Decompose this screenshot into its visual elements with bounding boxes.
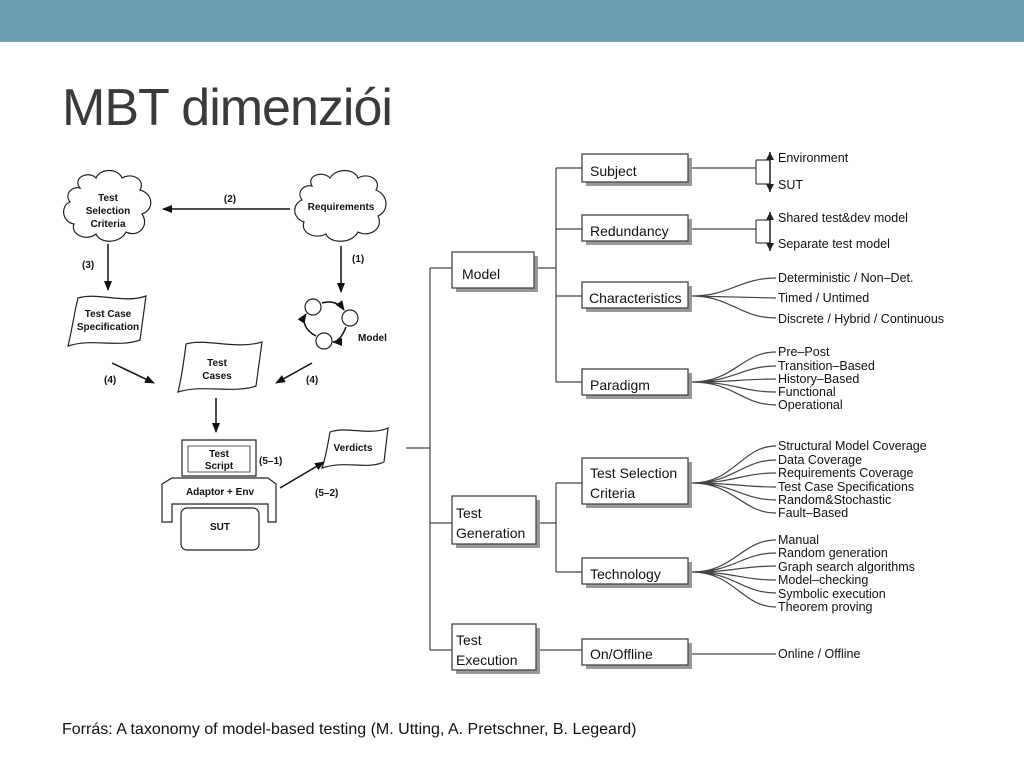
adaptor-env-label: Adaptor + Env bbox=[186, 487, 255, 498]
verdicts-sheet: Verdicts bbox=[321, 427, 389, 469]
leaf-timed: Timed / Untimed bbox=[778, 291, 869, 305]
node-paradigm-label: Paradigm bbox=[590, 377, 650, 393]
leaf-graph-search: Graph search algorithms bbox=[778, 560, 915, 574]
test-selection-criteria-line-2: Selection bbox=[86, 206, 130, 217]
node-test-execution: Test Execution bbox=[451, 623, 540, 674]
leaf-deterministic: Deterministic / Non–Det. bbox=[778, 271, 913, 285]
node-subject-label: Subject bbox=[590, 163, 637, 179]
leaf-random-generation: Random generation bbox=[778, 546, 888, 560]
leaf-functional: Functional bbox=[778, 385, 836, 399]
leaf-random-stochastic: Random&Stochastic bbox=[778, 493, 891, 507]
leaf-requirements-coverage: Requirements Coverage bbox=[778, 466, 914, 480]
node-redundancy: Redundancy bbox=[581, 214, 692, 245]
step-3-label: (3) bbox=[82, 260, 94, 271]
node-technology: Technology bbox=[581, 557, 692, 588]
requirements-cloud: Requirements bbox=[294, 169, 387, 242]
step-2-label: (2) bbox=[224, 194, 236, 205]
test-case-spec-line-1: Test Case bbox=[85, 309, 132, 320]
node-test-generation-line-2: Generation bbox=[456, 525, 525, 541]
test-script-line-2: Script bbox=[205, 461, 234, 472]
node-characteristics-label: Characteristics bbox=[589, 290, 682, 306]
arrow-4-left bbox=[111, 362, 155, 384]
verdicts-label: Verdicts bbox=[334, 443, 373, 454]
node-redundancy-label: Redundancy bbox=[590, 223, 669, 239]
test-selection-criteria-cloud: Test Selection Criteria bbox=[63, 169, 152, 242]
node-on-offline-label: On/Offline bbox=[590, 646, 653, 662]
leaf-structural-coverage: Structural Model Coverage bbox=[778, 439, 927, 453]
test-case-specification-sheet: Test Case Specification bbox=[67, 295, 147, 347]
leaf-online-offline: Online / Offline bbox=[778, 647, 861, 661]
leaf-fault-based: Fault–Based bbox=[778, 506, 848, 520]
test-selection-criteria-line-1: Test bbox=[98, 193, 118, 204]
step-5-1-label: (5–1) bbox=[259, 456, 282, 467]
leaf-shared-model: Shared test&dev model bbox=[778, 211, 908, 225]
leaf-symbolic-execution: Symbolic execution bbox=[778, 587, 886, 601]
step-5-2-label: (5–2) bbox=[315, 488, 338, 499]
leaf-model-checking: Model–checking bbox=[778, 573, 868, 587]
process-diagram: Test Selection Criteria Requirements (2)… bbox=[63, 169, 389, 551]
test-cases-line-1: Test bbox=[207, 358, 227, 369]
leaves: Environment SUT Shared test&dev model Se… bbox=[778, 151, 944, 661]
node-test-generation-line-1: Test bbox=[456, 505, 482, 521]
node-test-selection-criteria-line-1: Test Selection bbox=[590, 465, 677, 481]
node-technology-label: Technology bbox=[590, 566, 661, 582]
node-test-selection-criteria-line-2: Criteria bbox=[590, 485, 635, 501]
leaf-test-case-specs: Test Case Specifications bbox=[778, 480, 914, 494]
leaf-operational: Operational bbox=[778, 398, 843, 412]
execution-stack: Test Script Adaptor + Env SUT bbox=[161, 439, 277, 551]
step-1-label: (1) bbox=[352, 254, 364, 265]
node-paradigm: Paradigm bbox=[581, 368, 692, 399]
node-on-offline: On/Offline bbox=[581, 638, 692, 669]
requirements-label: Requirements bbox=[308, 202, 375, 213]
node-characteristics: Characteristics bbox=[581, 281, 692, 312]
leaf-discrete: Discrete / Hybrid / Continuous bbox=[778, 312, 944, 326]
step-4-right-label: (4) bbox=[306, 375, 318, 386]
test-script-line-1: Test bbox=[209, 449, 229, 460]
test-cases-line-2: Cases bbox=[202, 371, 232, 382]
arrow-4-right bbox=[275, 362, 313, 384]
taxonomy-tree: Model Test Generation Test Execution Sub… bbox=[406, 151, 944, 674]
step-4-left-label: (4) bbox=[104, 375, 116, 386]
model-label: Model bbox=[358, 333, 387, 344]
test-cases-sheet: Test Cases bbox=[177, 341, 263, 393]
leaf-history-based: History–Based bbox=[778, 372, 859, 386]
node-test-execution-line-1: Test bbox=[456, 632, 482, 648]
node-test-generation: Test Generation bbox=[451, 495, 540, 548]
leaf-separate-model: Separate test model bbox=[778, 237, 890, 251]
node-test-selection-criteria: Test Selection Criteria bbox=[581, 457, 692, 508]
node-subject: Subject bbox=[581, 153, 692, 186]
test-selection-criteria-line-3: Criteria bbox=[90, 219, 125, 230]
slide-title: MBT dimenziói bbox=[62, 79, 393, 137]
node-model: Model bbox=[451, 251, 538, 292]
leaf-pre-post: Pre–Post bbox=[778, 345, 830, 359]
top-accent-bar bbox=[0, 0, 1024, 42]
leaf-sut: SUT bbox=[778, 178, 803, 192]
leaf-data-coverage: Data Coverage bbox=[778, 453, 862, 467]
arrow-to-verdicts bbox=[279, 461, 325, 489]
sut-label: SUT bbox=[210, 522, 230, 533]
node-model-label: Model bbox=[462, 266, 500, 282]
leaf-manual: Manual bbox=[778, 533, 819, 547]
source-citation: Forrás: A taxonomy of model-based testin… bbox=[62, 721, 637, 738]
test-case-spec-line-2: Specification bbox=[77, 322, 139, 333]
node-test-execution-line-2: Execution bbox=[456, 652, 517, 668]
leaf-theorem-proving: Theorem proving bbox=[778, 600, 873, 614]
model-state-machine: Model bbox=[297, 298, 387, 350]
leaf-transition-based: Transition–Based bbox=[778, 359, 875, 373]
leaf-environment: Environment bbox=[778, 151, 849, 165]
